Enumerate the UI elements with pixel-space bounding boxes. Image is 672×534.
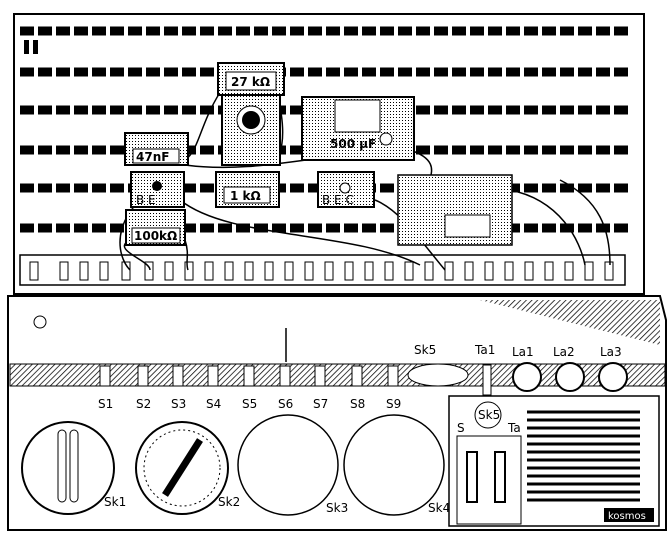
circuit-module (397, 174, 513, 246)
transistor-2-pins: B E C (322, 193, 354, 207)
speaker-grille (527, 410, 640, 502)
switch-s8[interactable] (351, 365, 363, 387)
resistor-27k: 27 kΩ (217, 62, 285, 96)
label-la2: La2 (553, 345, 575, 359)
label-s9: S9 (386, 397, 401, 411)
resistor-27k-label: 27 kΩ (231, 75, 270, 89)
switch-s1[interactable] (99, 365, 111, 387)
label-sk1: Sk1 (104, 495, 126, 509)
switch-s5[interactable] (243, 365, 255, 387)
dials: Sk1 Sk2 Sk3 Sk4 (21, 414, 450, 516)
label-s1: S1 (98, 397, 113, 411)
breadboard (13, 13, 645, 295)
dial-sk3[interactable] (237, 414, 339, 516)
label-s7: S7 (313, 397, 328, 411)
switch-s2[interactable] (137, 365, 149, 387)
speaker-panel: Sk5 S Ta kosmos (448, 395, 660, 527)
resistor-1k: 1 kΩ (215, 171, 280, 208)
label-s4: S4 (206, 397, 221, 411)
label-s2: S2 (136, 397, 151, 411)
switches: S1 S2 S3 S4 S5 S6 S7 S8 S9 (98, 365, 401, 411)
lamp-la1 (512, 362, 542, 392)
switch-s3[interactable] (172, 365, 184, 387)
label-s6: S6 (278, 397, 293, 411)
switch-s[interactable] (466, 451, 478, 503)
button-ta[interactable] (494, 451, 506, 503)
resistor-100k-label: 100kΩ (134, 229, 177, 243)
resistor-1k-label: 1 kΩ (230, 189, 261, 203)
potentiometer (221, 94, 281, 166)
transistor-1: B E (130, 171, 185, 208)
switch-s4[interactable] (207, 365, 219, 387)
lamp-la2 (555, 362, 585, 392)
terminal-strip (19, 254, 626, 286)
capacitor-500uf: 500 µF (301, 96, 415, 161)
label-s3: S3 (171, 397, 186, 411)
transistor-2: B E C (317, 171, 375, 208)
switch-s7[interactable] (314, 365, 326, 387)
dial-sk4[interactable] (343, 414, 445, 516)
dial-sk1[interactable] (21, 421, 115, 515)
label-s8: S8 (350, 397, 365, 411)
speaker-sk5 (407, 363, 469, 387)
label-sk5: Sk5 (414, 343, 436, 357)
label-la1: La1 (512, 345, 534, 359)
terminals (29, 261, 614, 281)
label-s5: S5 (242, 397, 257, 411)
switch-s9[interactable] (387, 365, 399, 387)
panel-label-s: S (457, 421, 465, 435)
capacitor-47nf-label: 47nF (136, 150, 169, 164)
panel-label-sk5: Sk5 (478, 408, 500, 422)
label-ta1: Ta1 (474, 343, 495, 357)
transistor-1-pins: B E (136, 193, 156, 207)
resistor-100k: 100kΩ (125, 209, 186, 246)
lamp-la3 (598, 362, 628, 392)
label-sk2: Sk2 (218, 495, 240, 509)
label-sk4: Sk4 (428, 501, 450, 515)
label-sk3: Sk3 (326, 501, 348, 515)
capacitor-47nf: 47nF (124, 132, 189, 166)
label-la3: La3 (600, 345, 622, 359)
panel-label-ta: Ta (507, 421, 521, 435)
switch-s6[interactable] (279, 365, 291, 387)
button-ta1[interactable] (482, 364, 492, 396)
capacitor-500uf-label: 500 µF (330, 137, 376, 151)
brand-logo: kosmos (608, 511, 646, 522)
